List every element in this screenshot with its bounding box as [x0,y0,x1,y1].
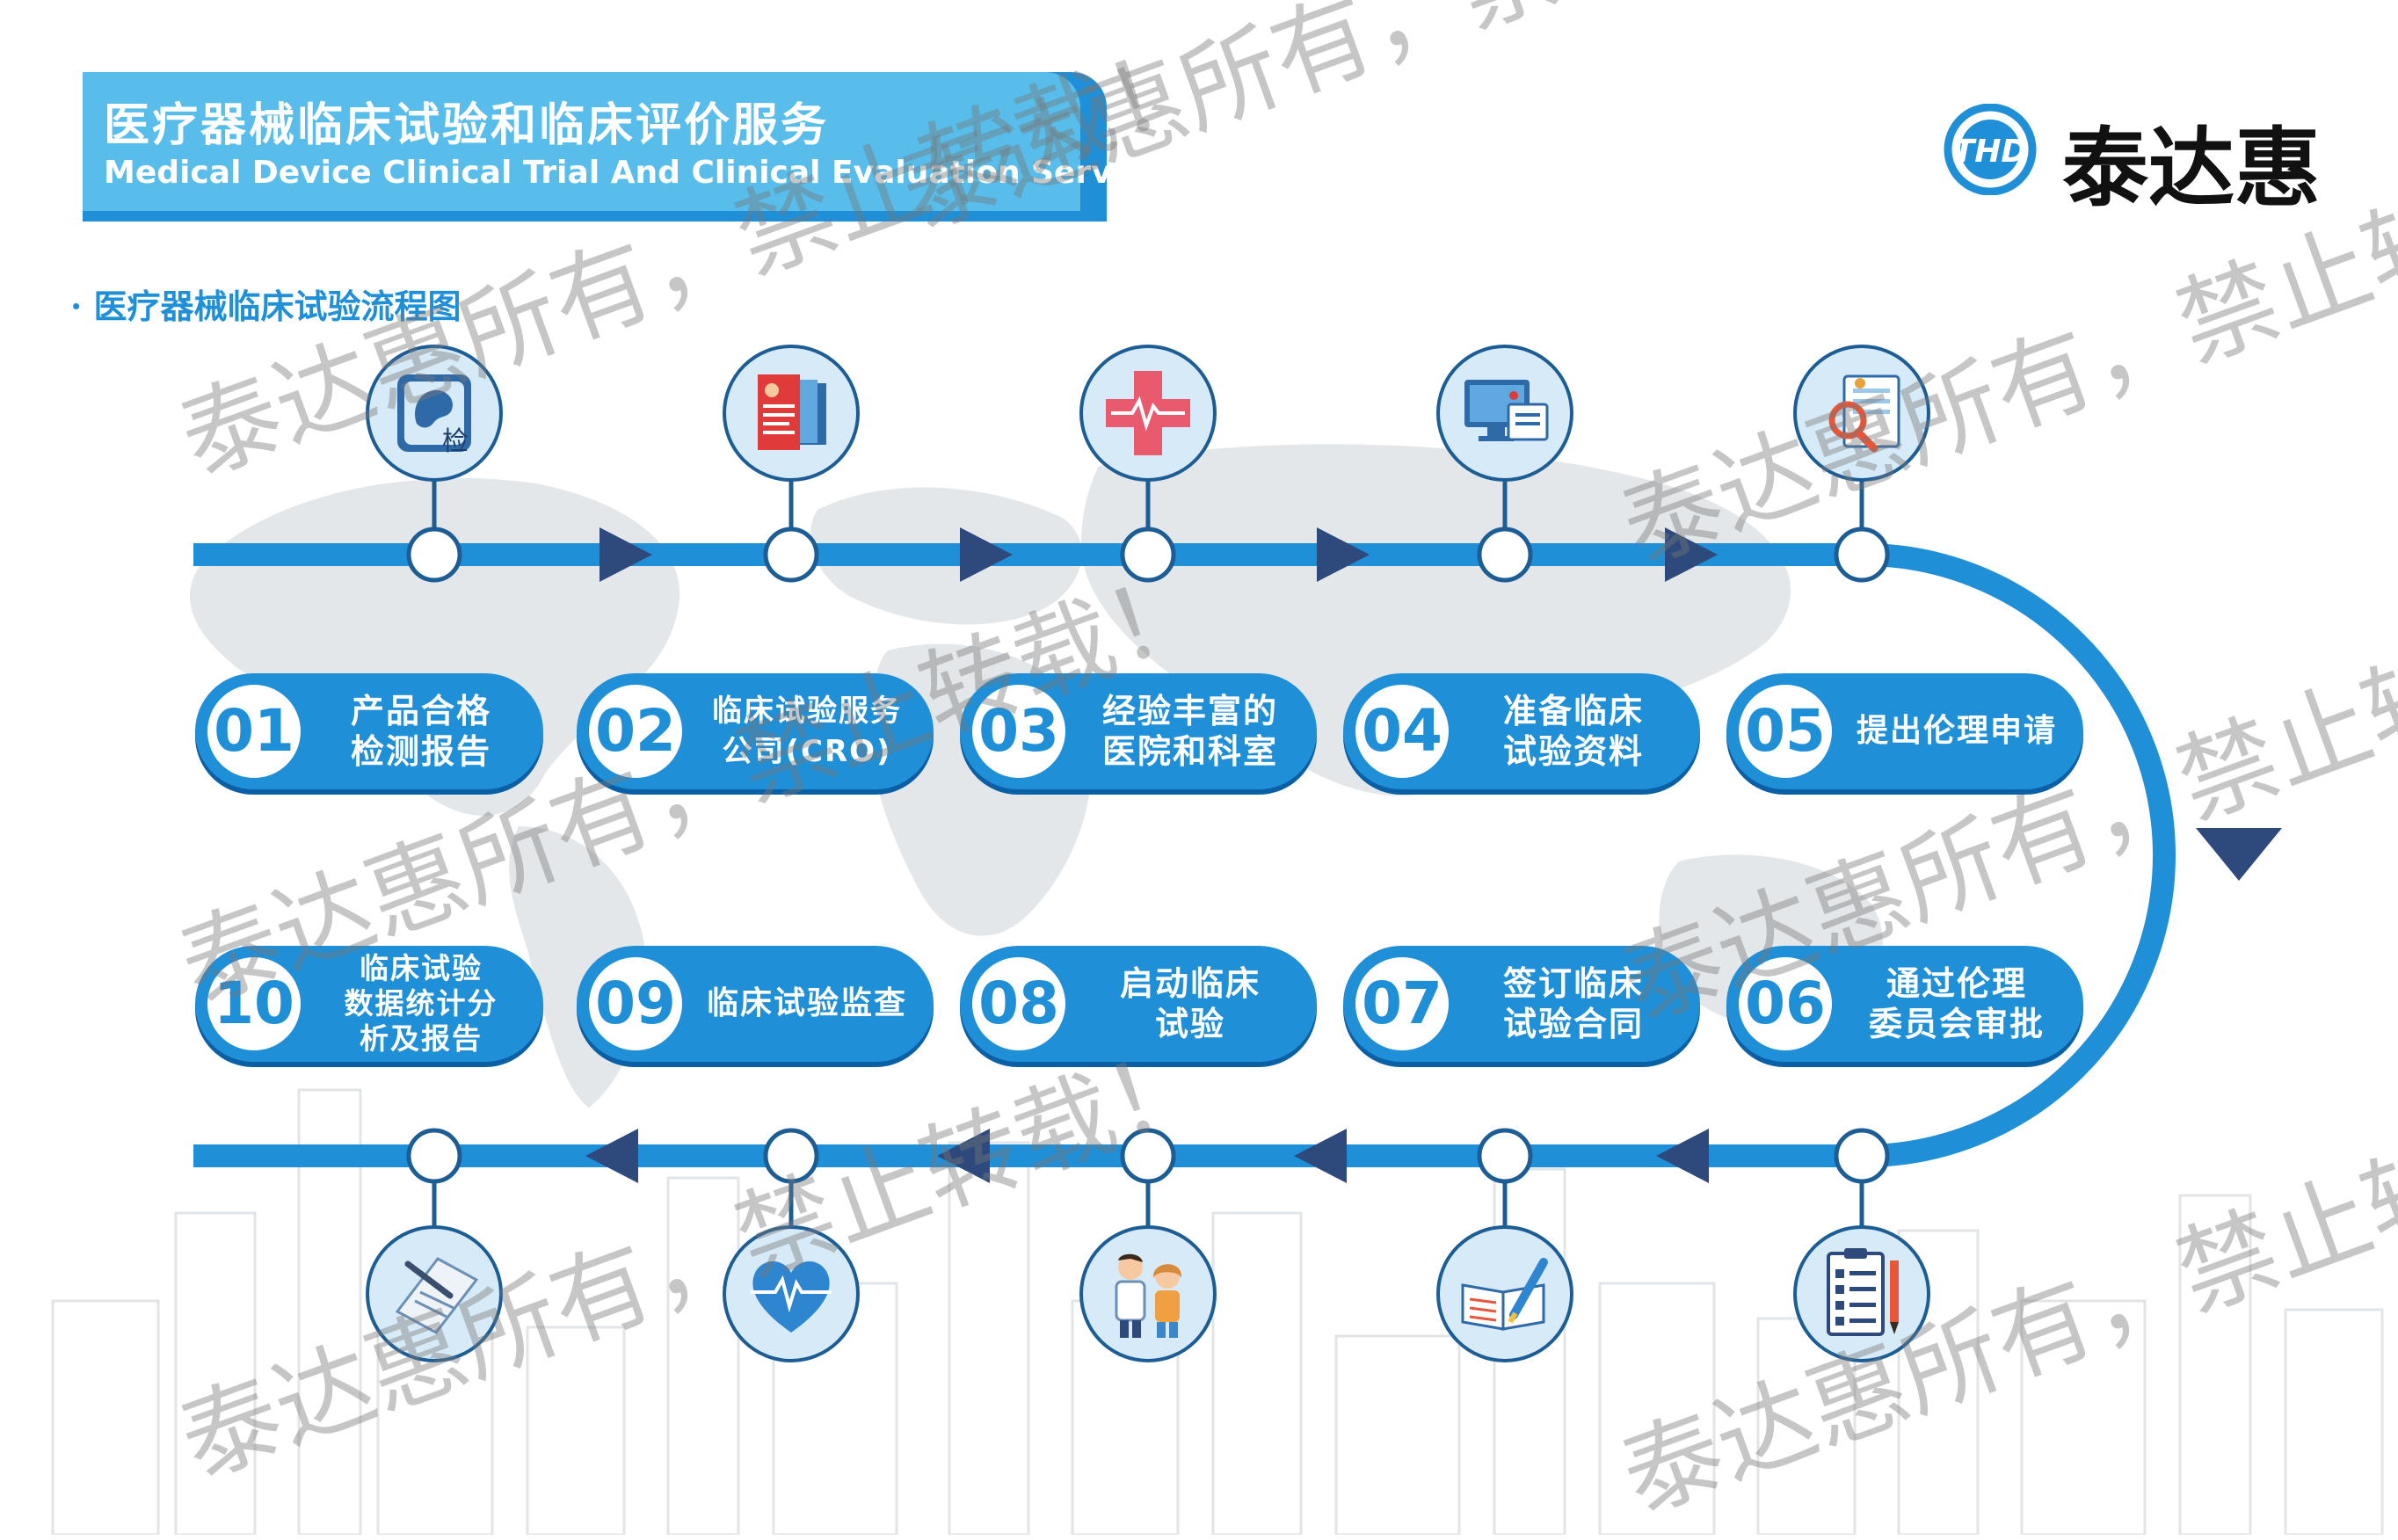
step-label: 临床试验服务 公司(CRO) [712,694,902,769]
report-writing-icon [366,1225,503,1362]
step-09: 09 临床试验监查 [577,946,934,1062]
step-label: 临床试验监查 [706,985,907,1021]
step-number-badge: 10 [207,957,301,1050]
step-label: 启动临床 试验 [1119,964,1261,1043]
thd-logo-icon: THD [1944,104,2037,195]
arrow-right-icon [600,527,652,582]
step-number: 09 [595,970,676,1037]
heart-monitor-icon [723,1225,860,1362]
step-number-badge: 09 [589,957,682,1050]
step-10: 10 临床试验 数据统计分 析及报告 [195,946,543,1062]
top-node [1120,527,1176,583]
medical-cross-icon [1079,345,1217,482]
header-banner [83,72,1080,211]
step-number: 05 [1745,697,1826,765]
step-02: 02 临床试验服务 公司(CRO) [577,673,934,789]
bottom-node [1120,1128,1176,1184]
step-07: 07 签订临床 试验合同 [1343,946,1700,1062]
top-node [1477,527,1533,583]
step-number-badge: 06 [1739,957,1832,1050]
doctor-patient-icon [1079,1225,1217,1362]
step-label: 通过伦理 委员会审批 [1868,964,2045,1043]
step-01: 01 产品合格 检测报告 [195,673,543,789]
step-label: 临床试验 数据统计分 析及报告 [344,951,498,1056]
arrow-left-icon [937,1129,990,1183]
step-06: 06 通过伦理 委员会审批 [1726,946,2083,1062]
step-number-badge: 04 [1355,685,1449,778]
bottom-node [406,1128,462,1184]
step-number-badge: 05 [1739,685,1832,778]
inspection-icon: 检 [366,345,503,482]
turn-curve [1863,543,2176,1167]
book-pen-icon [1436,1225,1573,1362]
step-number: 04 [1362,697,1442,765]
bottom-node [1477,1128,1533,1184]
step-label: 产品合格 检测报告 [350,692,491,771]
step-label: 准备临床 试验资料 [1502,692,1644,771]
checklist-icon [1793,1225,1930,1362]
arrow-left-icon [585,1129,638,1183]
top-node [763,527,819,583]
section-subtitle: · 医疗器械临床试验流程图 [70,287,461,326]
step-number: 01 [214,697,294,765]
step-number-badge: 08 [972,957,1065,1050]
bottom-track [193,1144,1864,1167]
step-number: 06 [1745,970,1826,1037]
step-05: 05 提出伦理申请 [1726,673,2083,789]
step-label: 提出伦理申请 [1856,713,2057,749]
city-skyline-background [51,1088,2384,1535]
logo-text: 泰达惠 [2062,119,2322,219]
arrow-left-icon [1656,1129,1709,1183]
top-node [406,527,462,583]
step-number-badge: 07 [1355,957,1449,1050]
top-node [1834,527,1890,583]
arrow-left-icon [1294,1129,1347,1183]
step-label: 签订临床 试验合同 [1502,964,1644,1043]
step-label: 经验丰富的 医院和科室 [1101,692,1278,771]
step-number: 03 [978,697,1059,765]
computer-documents-icon [1436,345,1573,482]
step-number-badge: 03 [972,685,1065,778]
arrow-right-icon [1665,527,1718,582]
top-track [193,543,1864,566]
magnifier-document-icon [1793,345,1930,482]
step-number: 08 [978,970,1059,1037]
bottom-node [1834,1128,1890,1184]
logo-mark-text: THD [1953,134,2028,170]
page-title: 医疗器械临床试验和临床评价服务 [104,98,830,152]
cro-profile-icon [723,345,860,482]
step-number-badge: 01 [207,685,301,778]
arrow-right-icon [1317,527,1370,582]
step-03: 03 经验丰富的 医院和科室 [960,673,1317,789]
step-08: 08 启动临床 试验 [960,946,1317,1062]
arrow-down-icon [2196,828,2282,881]
arrow-right-icon [960,527,1013,582]
bottom-node [763,1128,819,1184]
inspection-icon-text: 检 [442,426,469,457]
step-04: 04 准备临床 试验资料 [1343,673,1700,789]
page-title-english: Medical Device Clinical Trial And Clinic… [104,155,1182,191]
step-number-badge: 02 [589,685,682,778]
step-number: 07 [1362,970,1442,1037]
step-number: 10 [214,970,294,1037]
step-number: 02 [595,697,676,765]
